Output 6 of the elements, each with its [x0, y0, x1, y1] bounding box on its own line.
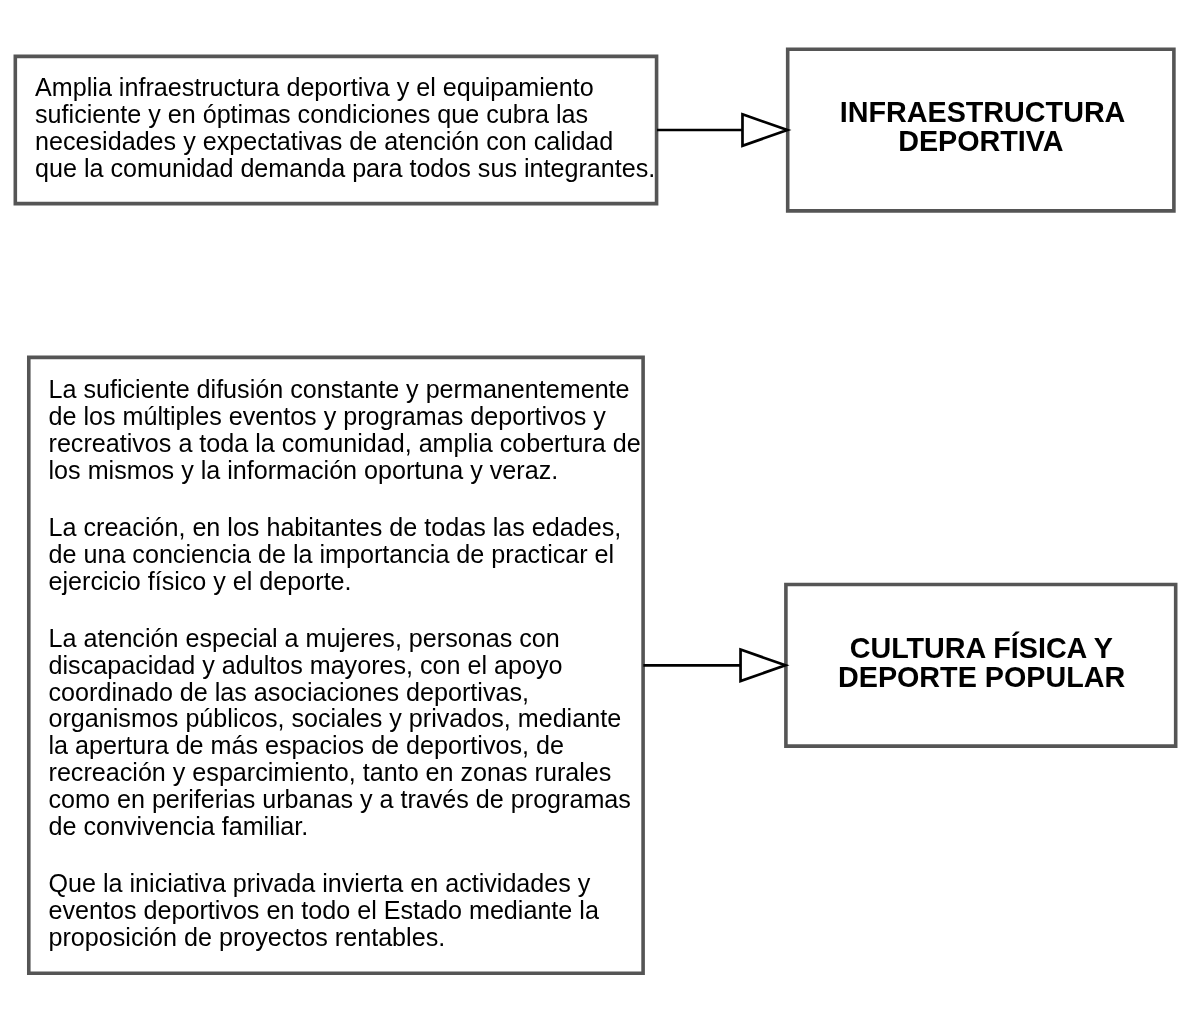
- node-box: CULTURA FÍSICA Y DEPORTE POPULAR: [784, 582, 1178, 748]
- arrow: [643, 647, 790, 683]
- arrow: [656, 111, 792, 148]
- node-box: INFRAESTRUCTURA DEPORTIVA: [785, 46, 1176, 213]
- node-box: La suficiente difusión constante y permanentemente de los múltiples eventos y programas deportivos y recreativos a toda la comunidad, amplia cobertura de los mismos y la información oportuna y veraz. La creación, en los habitantes de todas las edades, de una conciencia de la importancia de practicar el ejercicio físico y el deporte. La atención especial a mujeres, personas con discapacidad y adultos mayores, con el apoyo coordinado de las asociaciones deportivas, organismos públicos, sociales y privados, mediante la apertura de más espacios de deportivos, de recreación y esparcimiento, tanto en zonas rurales como en periferias urbanas y a través de programas de convivencia familiar. Que la iniciativa privada invierta en actividades y eventos deportivos en todo el Estado mediante la proposición de proyectos rentables.: [27, 355, 645, 975]
- node-box: Amplia infraestructura deportiva y el equipamiento suficiente y en óptimas condiciones que cubra las necesidades y expectativas de atención con calidad que la comunidad demanda para todos sus integrantes.: [13, 54, 659, 205]
